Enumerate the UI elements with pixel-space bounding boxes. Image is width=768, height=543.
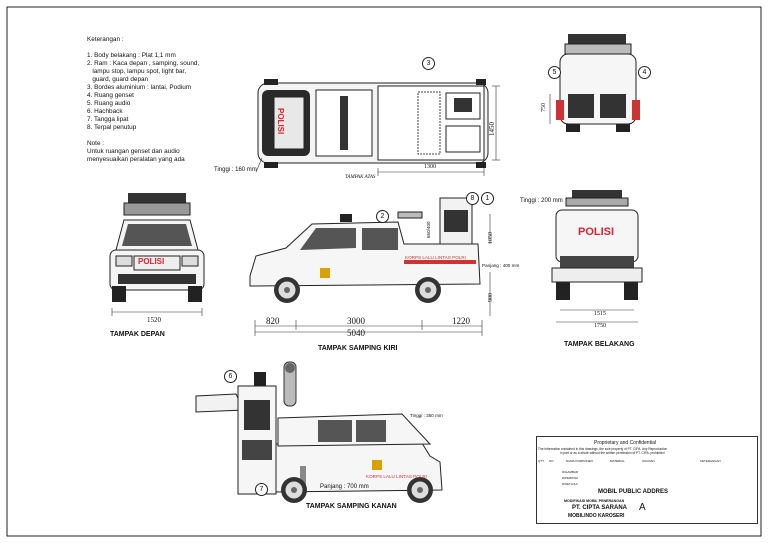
note-item: 3. Bordes aluminium : lantai, Podium	[87, 84, 192, 91]
dim-rear-top: 750	[541, 103, 547, 112]
dim-rear-tinggi: Tinggi : 200 mm	[520, 198, 563, 204]
dim-left-box-w: 650/400	[426, 221, 431, 238]
tb-row-checked: DIPERIKSA	[562, 476, 579, 480]
notes-heading: Keterangan :	[87, 36, 124, 43]
rear-view-vehicle	[551, 190, 643, 323]
polisi-front: POLISI	[138, 257, 165, 266]
left-side-vehicle	[249, 197, 481, 304]
note-label: Note :	[87, 140, 105, 147]
dim-front-width: 1520	[147, 316, 161, 324]
note-item: 6. Hachback	[87, 108, 123, 115]
callout-4: 4	[638, 66, 651, 79]
callout-2: 2	[376, 210, 389, 223]
note-line: menyesuaikan peralatan yang ada	[87, 156, 185, 163]
dim-left-mid: 3000	[347, 316, 365, 326]
tb-company-1: PT. CIPTA SARANA	[572, 505, 628, 511]
callout-3: 3	[422, 57, 435, 70]
note-item: 4. Ruang genset	[87, 92, 134, 99]
rear-upper-vehicle	[549, 34, 640, 132]
view-label-right: TAMPAK SAMPING KANAN	[306, 503, 397, 510]
dim-top-height: 1450	[488, 122, 496, 136]
view-label-top: TAMPAK ATAS	[345, 175, 376, 180]
note-item: lampu stop, lampu spot, light bar,	[87, 68, 187, 75]
callout-8: 8	[466, 192, 479, 205]
tb-company-2: MOBILINDO KAROSERI	[568, 513, 625, 519]
view-label-front: TAMPAK DEPAN	[110, 331, 165, 338]
dim-left-height: 900	[488, 293, 494, 302]
view-label-left: TAMPAK SAMPING KIRI	[318, 345, 398, 352]
dim-left-box-h: 1050	[488, 232, 494, 244]
dim-left-rear: 1220	[452, 316, 470, 326]
tb-col-no: NO	[549, 459, 554, 463]
tb-row-approved: DISETUJUI	[562, 482, 578, 486]
callout-5: 5	[548, 66, 561, 79]
dim-rear-w1: 1515	[594, 311, 606, 317]
tb-size: A	[639, 502, 646, 513]
tb-col-qty: QTY	[538, 459, 545, 463]
tb-disclaimer-2: in part or as a whole without the writte…	[560, 451, 665, 455]
side-stripe-left: KORPS LALU LINTAS POLRI	[405, 255, 466, 260]
dim-left-total: 5040	[347, 328, 365, 338]
dim-rear-w2: 1750	[594, 323, 606, 329]
tb-col-material: MATERIAL	[610, 459, 625, 463]
tb-row-drawn: DIGAMBAR	[562, 470, 579, 474]
note-item: 8. Terpal penutup	[87, 124, 137, 131]
dim-left-front: 820	[266, 316, 280, 326]
note-item: 2. Ram : Kaca depan , samping, sound,	[87, 60, 200, 67]
polisi-rear: POLISI	[578, 226, 615, 238]
tb-subject: MODIFIKASI MOBIL PENERANGAN	[564, 499, 625, 503]
note-item: guard, guard depan	[87, 76, 149, 83]
left-side-dimensions	[254, 214, 491, 336]
tb-disclaimer-1: The information contained in this drawin…	[538, 447, 668, 451]
right-side-vehicle	[195, 361, 443, 504]
note-line: Untuk ruangan genset dan audio	[87, 148, 180, 155]
polisi-top: POLISI	[276, 108, 285, 135]
sheet-border	[6, 6, 762, 537]
top-view-dimensions	[255, 85, 500, 176]
side-stripe-right: KORPS LALU LINTAS POLRI	[366, 474, 427, 479]
callout-1: 1	[481, 192, 494, 205]
tb-col-size: UKURAN	[642, 459, 655, 463]
note-item: 5. Ruang audio	[87, 100, 131, 107]
note-item: 7. Tangga lipat	[87, 116, 129, 123]
note-item: 1. Body belakang : Plat 1,1 mm	[87, 52, 176, 59]
top-view-vehicle	[257, 79, 489, 168]
dim-left-panjang: Panjang : 400 mm	[482, 263, 520, 268]
dim-right-tinggi: Tinggi : 350 mm	[410, 413, 443, 418]
dim-top-width: 1300	[424, 164, 436, 170]
view-label-rear: TAMPAK BELAKANG	[564, 341, 635, 348]
title-block	[536, 436, 758, 524]
front-view-vehicle	[109, 193, 205, 316]
callout-6: 6	[224, 370, 237, 383]
callout-7: 7	[255, 483, 268, 496]
tb-col-notes: KETERANGAN	[700, 459, 721, 463]
dim-top-tinggi: Tinggi : 160 mm	[214, 167, 257, 173]
tb-col-component: NAMA KOMPONEN	[566, 459, 593, 463]
notes-block: Keterangan : 1. Body belakang : Plat 1,1…	[87, 36, 199, 164]
tb-header: Proprietary and Confidential	[594, 440, 656, 446]
tb-project: MOBIL PUBLIC ADDRES	[598, 489, 669, 495]
dim-right-panjang: Panjang : 700 mm	[320, 484, 369, 490]
